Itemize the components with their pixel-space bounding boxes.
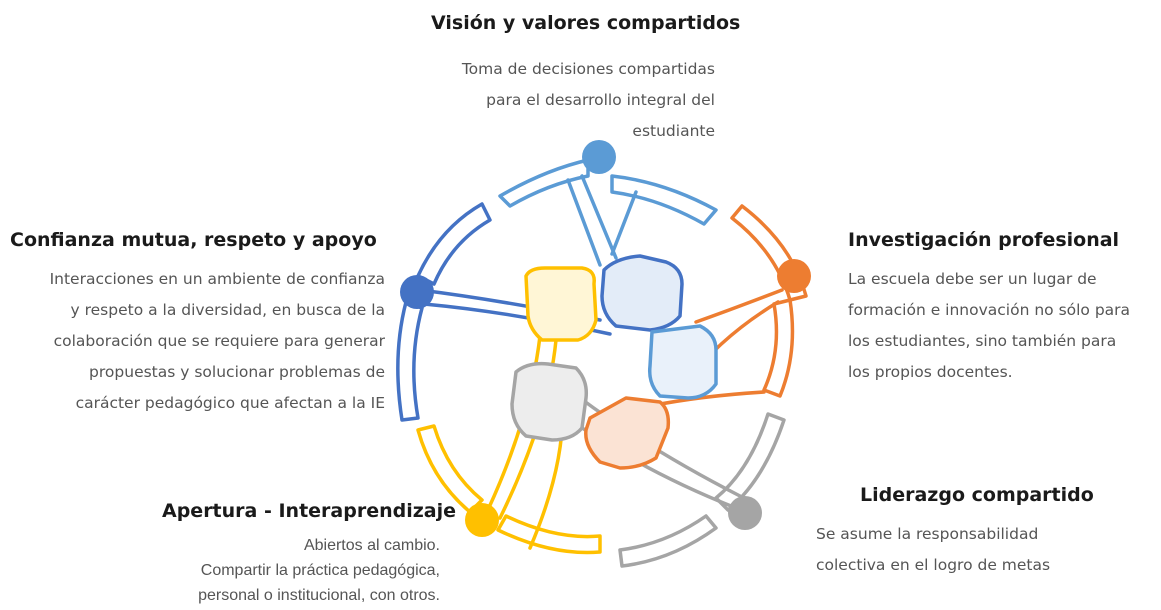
node-blue-dark <box>400 275 434 309</box>
investigacion-line-1: La escuela debe ser un lugar de <box>848 270 1097 288</box>
ring-segment-yellow-2 <box>416 424 484 514</box>
fist-blue-light-2 <box>647 324 718 400</box>
arm-blue-light <box>566 174 638 267</box>
confianza-line-1: Interacciones en un ambiente de confianz… <box>49 270 385 288</box>
investigacion-line-3: los estudiantes, sino también para <box>848 332 1117 350</box>
confianza-line-3: colaboración que se requiere para genera… <box>53 332 385 350</box>
ring-segment-gray-2 <box>618 514 718 568</box>
apertura-description: Abiertos al cambio. Compartir la práctic… <box>60 533 440 608</box>
apertura-line-2: Compartir la práctica pedagógica, <box>200 562 440 579</box>
vision-line-3: estudiante <box>632 122 715 140</box>
ring-segment-blue-light <box>498 158 590 208</box>
vision-description: Toma de decisiones compartidas para el d… <box>380 54 715 147</box>
confianza-line-5: carácter pedagógico que afectan a la IE <box>75 394 385 412</box>
investigacion-line-2: formación e innovación no sólo para <box>848 301 1131 319</box>
vision-title: Visión y valores compartidos <box>431 12 741 34</box>
liderazgo-line-2: colectiva en el logro de metas <box>816 556 1051 574</box>
confianza-line-2: y respeto a la diversidad, en busca de l… <box>70 301 385 319</box>
vision-line-1: Toma de decisiones compartidas <box>461 60 715 78</box>
ring-segment-orange-2 <box>762 298 795 398</box>
fist-yellow <box>524 266 598 342</box>
node-yellow <box>465 503 499 537</box>
confianza-title: Confianza mutua, respeto y apoyo <box>10 229 377 251</box>
liderazgo-line-1: Se asume la responsabilidad <box>816 525 1039 543</box>
ring-segment-blue-dark-2 <box>416 202 492 286</box>
liderazgo-title: Liderazgo compartido <box>860 484 1094 506</box>
investigacion-description: La escuela debe ser un lugar de formació… <box>848 264 1158 388</box>
ring-segment-blue-dark <box>396 300 424 422</box>
ring-segment-yellow <box>496 514 602 555</box>
node-orange <box>777 259 811 293</box>
apertura-title: Apertura - Interaprendizaje <box>162 500 457 522</box>
vision-line-2: para el desarrollo integral del <box>486 91 715 109</box>
apertura-line-1: Abiertos al cambio. <box>303 537 440 554</box>
confianza-line-4: propuestas y solucionar problemas de <box>89 363 385 381</box>
node-blue-light <box>582 140 616 174</box>
fist-orange <box>584 396 671 470</box>
fist-blue-light <box>600 254 684 332</box>
investigacion-title: Investigación profesional <box>848 229 1120 251</box>
node-gray <box>728 496 762 530</box>
apertura-line-3: personal o institucional, con otros. <box>198 587 440 604</box>
liderazgo-description: Se asume la responsabilidad colectiva en… <box>816 519 1136 581</box>
confianza-description: Interacciones en un ambiente de confianz… <box>0 264 385 419</box>
investigacion-line-4: los propios docentes. <box>848 363 1013 381</box>
fist-gray <box>510 361 589 442</box>
ring-segment-gray <box>714 412 786 512</box>
